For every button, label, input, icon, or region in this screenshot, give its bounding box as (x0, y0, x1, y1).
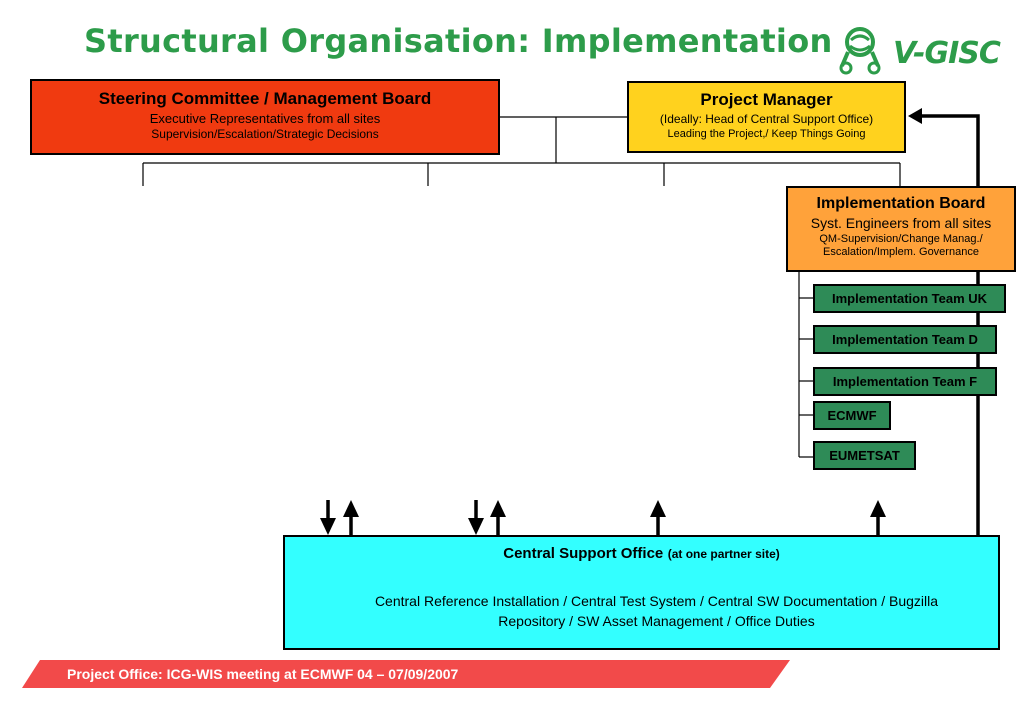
footer-bar (22, 660, 790, 688)
team-d-box: Implementation Team D (813, 325, 997, 354)
central-support-office-box: Central Support Office (at one partner s… (283, 535, 1000, 650)
cso-heading-note: (at one partner site) (667, 547, 780, 561)
project-manager-box: Project Manager (Ideally: Head of Centra… (627, 81, 906, 153)
team-f-box: Implementation Team F (813, 367, 997, 396)
pm-line2: Leading the Project,/ Keep Things Going (667, 128, 866, 140)
cso-line2: Repository / SW Asset Management / Offic… (498, 613, 815, 629)
board-line1: Syst. Engineers from all sites (810, 215, 992, 231)
pm-line1: (Ideally: Head of Central Support Office… (659, 112, 874, 126)
board-heading: Implementation Board (816, 195, 986, 212)
steering-heading: Steering Committee / Management Board (98, 89, 432, 108)
steering-committee-box: Steering Committee / Management Board Ex… (30, 79, 500, 155)
cso-heading-row: Central Support Office (at one partner s… (285, 545, 998, 563)
logo-text: V-GISC (893, 36, 1001, 71)
steering-line1: Executive Representatives from all sites (149, 111, 381, 126)
cso-line1: Central Reference Installation / Central… (374, 593, 939, 609)
team-uk-box: Implementation Team UK (813, 284, 1006, 313)
ecmwf-box: ECMWF (813, 401, 891, 430)
board-line3: Escalation/Implem. Governance (823, 246, 979, 258)
v-gisc-globe-icon (839, 27, 881, 75)
page-title: Structural Organisation: Implementation (84, 22, 833, 60)
eumetsat-box: EUMETSAT (813, 441, 916, 470)
footer-text: Project Office: ICG-WIS meeting at ECMWF… (67, 666, 459, 682)
cso-heading: Central Support Office (503, 545, 664, 562)
board-line2: QM-Supervision/Change Manag./ (819, 233, 983, 245)
pm-heading: Project Manager (700, 90, 833, 109)
steering-line2: Supervision/Escalation/Strategic Decisio… (151, 127, 379, 141)
implementation-board-box: Implementation Board Syst. Engineers fro… (786, 186, 1016, 272)
